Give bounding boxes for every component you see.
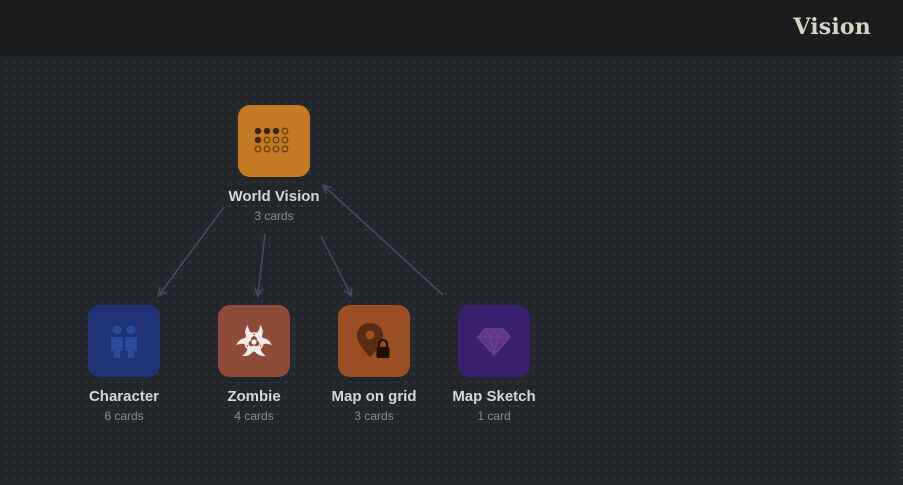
node-character[interactable]: Character 6 cards	[54, 305, 194, 423]
node-title: Map Sketch	[452, 388, 536, 405]
node-title: Zombie	[227, 388, 281, 405]
graph-canvas[interactable]	[0, 56, 903, 485]
map-pin-lock-icon	[357, 323, 390, 358]
biohazard-icon	[236, 325, 272, 356]
tile-zombie[interactable]	[218, 305, 290, 377]
dots-grid-icon	[254, 127, 289, 153]
node-map-sketch[interactable]: Map Sketch 1 card	[424, 305, 564, 423]
tile-map-sketch[interactable]	[458, 305, 530, 377]
node-title: Character	[88, 388, 160, 405]
node-map-on-grid[interactable]: Map on grid 3 cards	[304, 305, 444, 423]
node-card-count: 4 cards	[234, 409, 274, 423]
node-zombie[interactable]: Zombie 4 cards	[184, 305, 324, 423]
diamond-icon	[477, 328, 511, 356]
node-card-count: 3 cards	[354, 409, 394, 423]
app-header: Vision	[0, 0, 903, 57]
node-card-count: 1 card	[477, 409, 511, 423]
node-card-count: 3 cards	[254, 209, 294, 223]
node-world-vision[interactable]: World Vision 3 cards	[204, 105, 344, 223]
tile-character[interactable]	[88, 305, 160, 377]
node-title: World Vision	[228, 188, 320, 205]
tile-world-vision[interactable]	[238, 105, 310, 177]
node-card-count: 6 cards	[104, 409, 144, 423]
node-title: Map on grid	[331, 388, 417, 405]
tile-map-on-grid[interactable]	[338, 305, 410, 377]
page-title: Vision	[793, 14, 871, 40]
people-icon	[111, 325, 137, 358]
